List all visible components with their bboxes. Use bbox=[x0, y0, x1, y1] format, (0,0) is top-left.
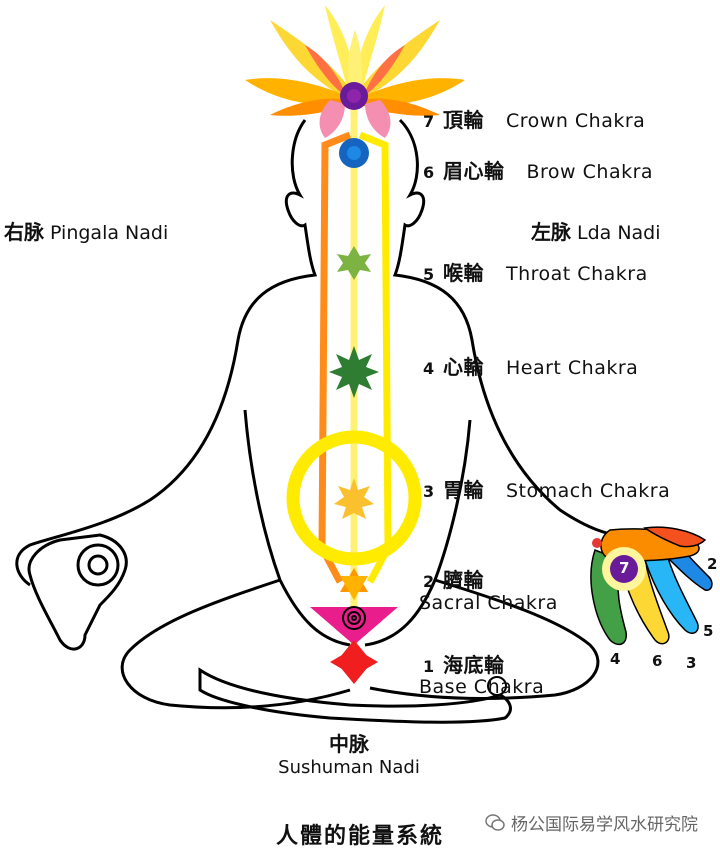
watermark-text: 杨公国际易学风水研究院 bbox=[511, 815, 698, 835]
chakra-name-en: Throat Chakra bbox=[506, 263, 648, 285]
nadi-label-center: 中脉 Sushuman Nadi bbox=[274, 728, 424, 778]
chakra-name-zh: 海底輪 bbox=[443, 653, 505, 677]
throat-chakra-icon bbox=[337, 246, 371, 280]
ankle-circle bbox=[487, 676, 507, 696]
chakra-name-en: Crown Chakra bbox=[506, 110, 646, 132]
hand-number: 4 bbox=[610, 650, 621, 668]
chakra-label-brow: 6 眉心輪 Brow Chakra bbox=[423, 155, 653, 184]
chakra-number: 1 bbox=[423, 657, 435, 676]
brow-chakra-icon bbox=[339, 138, 369, 168]
hand-chakra-badge bbox=[610, 555, 638, 583]
chakra-label-base: 1 海底輪 bbox=[423, 649, 527, 678]
nadi-label-left: 左脉 Lda Nadi bbox=[531, 216, 661, 245]
chakra-label-throat: 5 喉輪 Throat Chakra bbox=[423, 257, 648, 286]
nadi-name-en: Pingala Nadi bbox=[50, 222, 169, 244]
hand-number: 2 bbox=[707, 555, 718, 573]
chakra-name-en: Heart Chakra bbox=[506, 357, 639, 379]
hand-badge-label: 7 bbox=[619, 559, 630, 577]
chakra-number: 4 bbox=[423, 359, 435, 378]
lda-nadi-channel bbox=[358, 131, 392, 584]
chakra-name-zh: 頂輪 bbox=[443, 108, 484, 132]
base-chakra-triangle bbox=[310, 607, 398, 645]
heart-chakra-icon bbox=[329, 346, 379, 398]
lotus-flower-icon bbox=[245, 5, 465, 138]
chakra-name-zh: 眉心輪 bbox=[443, 159, 505, 183]
nadi-name-en: Lda Nadi bbox=[577, 222, 661, 244]
hand-dot-icon bbox=[592, 538, 602, 548]
chakra-name-zh: 喉輪 bbox=[443, 261, 484, 285]
stomach-chakra-icon bbox=[334, 478, 374, 519]
chakra-name-zh: 胃輪 bbox=[443, 478, 484, 502]
chakra-name-zh: 心輪 bbox=[443, 355, 484, 379]
sacral-chakra-icon bbox=[340, 568, 368, 600]
chakra-number: 7 bbox=[423, 112, 435, 131]
nadi-label-right: 右脉 Pingala Nadi bbox=[4, 216, 168, 245]
chakra-label-heart: 4 心輪 Heart Chakra bbox=[423, 351, 638, 380]
chakra-name-en: Base Chakra bbox=[419, 676, 545, 698]
chakra-number: 5 bbox=[423, 265, 435, 284]
nadi-name-en: Sushuman Nadi bbox=[278, 757, 420, 778]
hand-number: 6 bbox=[652, 652, 663, 670]
base-chakra-icon bbox=[330, 640, 378, 684]
chakra-name-en-sacral: Sacral Chakra bbox=[419, 592, 558, 614]
crown-chakra-icon bbox=[340, 82, 368, 110]
chakra-label-stomach: 3 胃輪 Stomach Chakra bbox=[423, 474, 670, 503]
kundalini-spiral-icon bbox=[342, 606, 366, 630]
chakra-name-en: Brow Chakra bbox=[526, 161, 654, 183]
right-hand-icon bbox=[590, 526, 713, 646]
chakra-number: 6 bbox=[423, 163, 435, 182]
chakra-label-sacral: 2 臍輪 bbox=[423, 564, 506, 593]
chakra-number: 3 bbox=[423, 482, 435, 501]
nadi-name-zh: 中脉 bbox=[329, 732, 369, 756]
watermark: 杨公国际易学风水研究院 bbox=[485, 810, 698, 835]
nadi-name-zh: 左脉 bbox=[531, 220, 571, 244]
nadi-name-zh: 右脉 bbox=[4, 220, 44, 244]
chakra-name-zh: 臍輪 bbox=[443, 568, 484, 592]
chakra-name-en-base: Base Chakra bbox=[419, 676, 544, 698]
figure-caption: 人體的能量系統 bbox=[275, 824, 444, 849]
wechat-icon bbox=[485, 813, 505, 831]
hand-number: 3 bbox=[686, 654, 697, 672]
chakra-name-en: Sacral Chakra bbox=[419, 592, 558, 614]
stomach-chakra-ring bbox=[286, 430, 422, 566]
chakra-number: 2 bbox=[423, 572, 435, 591]
hand-number: 5 bbox=[703, 622, 714, 640]
seated-body-outline bbox=[15, 118, 621, 724]
chakra-name-en: Stomach Chakra bbox=[506, 480, 671, 502]
chakra-label-crown: 7 頂輪 Crown Chakra bbox=[423, 104, 645, 133]
pingala-nadi-channel bbox=[318, 131, 352, 584]
